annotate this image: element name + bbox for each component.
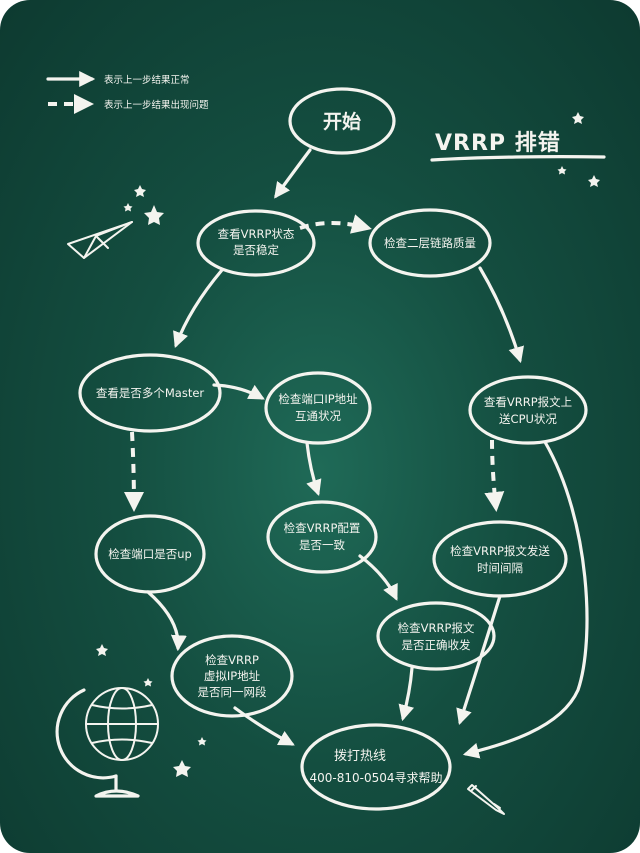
arrow-state-to-master: [173, 268, 224, 348]
title-underline: [430, 155, 606, 162]
legend: 表示上一步结果正常 表示上一步结果出现问题: [46, 71, 209, 114]
label-check-packets-2: 是否正确收发: [402, 638, 471, 652]
node-shapes: [78, 87, 588, 811]
node-check-packets: [376, 601, 496, 671]
label-check-cpu-1: 查看VRRP报文上: [484, 395, 572, 409]
star-icon: [96, 112, 600, 777]
label-check-config-2: 是否一致: [299, 538, 345, 552]
label-start: 开始: [323, 110, 361, 133]
arrow-cpu-to-interval: [484, 439, 505, 512]
label-check-state-1: 查看VRRP状态: [218, 227, 295, 241]
node-labels: 开始 查看VRRP状态 是否稳定 检查二层链路质量 查看是否多个Master 检…: [96, 110, 572, 785]
label-check-packets-1: 检查VRRP报文: [398, 621, 475, 635]
node-check-master: [78, 353, 222, 433]
label-check-link: 检查二层链路质量: [384, 236, 476, 250]
node-check-state: [196, 209, 316, 277]
node-check-ip: [264, 371, 372, 445]
arrow-packets-to-hotline: [398, 666, 415, 722]
label-hotline-2: 400-810-0504寻求帮助: [309, 771, 442, 785]
arrow-cpu-to-hotline: [462, 440, 589, 759]
arrow-master-to-portup: [123, 431, 144, 512]
node-check-interval: [432, 520, 568, 598]
label-check-ip-2: 互通状况: [295, 409, 341, 423]
arrow-interval-to-hotline: [456, 594, 502, 726]
label-check-interval-1: 检查VRRP报文发送: [450, 544, 550, 558]
node-check-cpu: [468, 375, 588, 445]
paper-plane-icon: [67, 221, 133, 259]
label-check-virtual-ip-3: 是否同一网段: [198, 685, 267, 699]
label-check-port-up: 检查端口是否up: [108, 547, 192, 561]
label-check-config-1: 检查VRRP配置: [284, 521, 361, 535]
label-check-ip-1: 检查端口IP地址: [278, 392, 358, 406]
arrow-link-to-cpu: [478, 266, 524, 364]
legend-solid-label: 表示上一步结果正常: [104, 74, 190, 86]
arrow-start-to-state: [274, 148, 312, 199]
label-check-virtual-ip-1: 检查VRRP: [205, 653, 259, 667]
arrows: [123, 148, 589, 759]
node-start: [288, 87, 396, 155]
node-check-virtual-ip: [170, 634, 294, 718]
label-check-master: 查看是否多个Master: [96, 386, 205, 400]
node-check-link: [368, 208, 492, 278]
arrow-master-to-ip: [212, 383, 265, 400]
label-check-interval-2: 时间间隔: [477, 561, 523, 575]
label-hotline-1: 拨打热线: [334, 749, 386, 764]
arrow-portup-to-virtualip: [146, 590, 187, 652]
globe-icon: [55, 687, 159, 798]
arrow-config-to-packets: [358, 554, 398, 601]
legend-dashed-label: 表示上一步结果出现问题: [104, 99, 209, 111]
node-check-config: [266, 500, 378, 574]
title-group: VRRP 排错: [430, 130, 606, 162]
arrow-virtualip-to-hotline: [233, 706, 295, 746]
pencil-icon: [467, 784, 505, 815]
label-check-cpu-2: 送CPU状况: [499, 412, 557, 426]
arrow-state-to-link: [299, 214, 372, 234]
arrow-ip-to-config: [305, 441, 322, 497]
label-check-virtual-ip-2: 虚拟IP地址: [204, 669, 261, 683]
page-title: VRRP 排错: [435, 130, 561, 156]
label-check-state-2: 是否稳定: [233, 243, 279, 257]
node-hotline: [300, 723, 452, 811]
